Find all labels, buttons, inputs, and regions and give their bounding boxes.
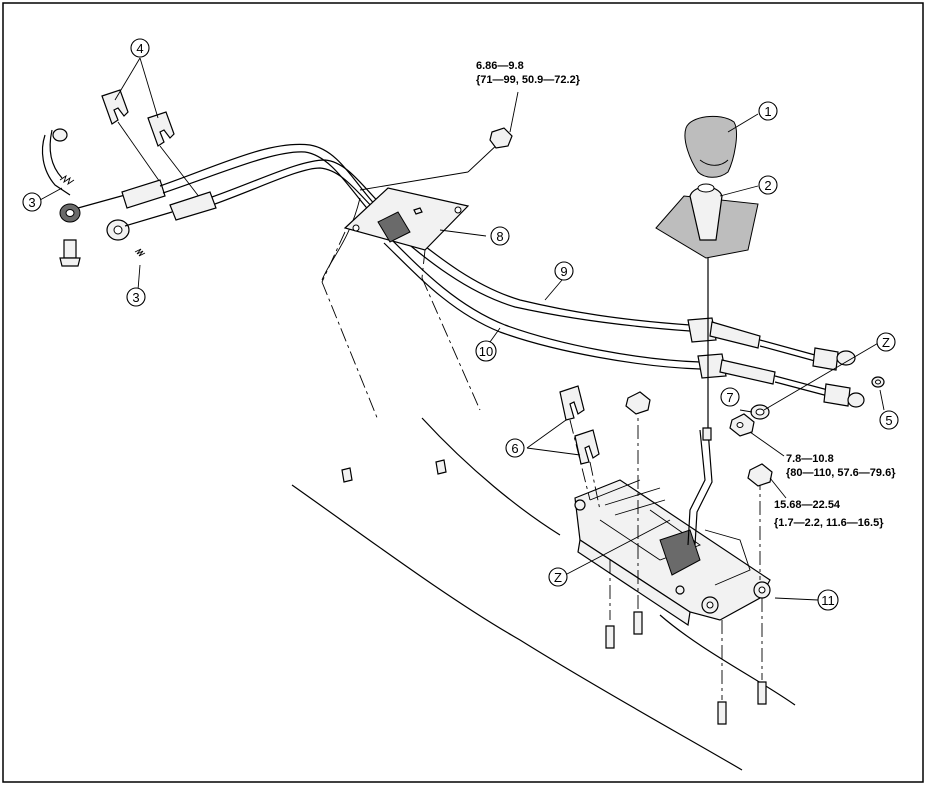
callout-z-lower: Z [548, 567, 568, 587]
callout-5: 5 [879, 410, 899, 430]
callout-3a-label: 3 [28, 195, 35, 210]
torque-spec-base-nut: 15.68—22.54 {1.7—2.2, 11.6—16.5} [774, 499, 884, 529]
torque-spec-1-line1: 6.86—9.8 [476, 60, 524, 72]
callout-8: 8 [490, 226, 510, 246]
callout-z-lower-label: Z [554, 570, 562, 585]
callout-1-label: 1 [764, 104, 771, 119]
callout-4-label: 4 [136, 41, 143, 56]
callout-3a: 3 [22, 192, 42, 212]
callout-7: 7 [720, 387, 740, 407]
callout-3b: 3 [126, 287, 146, 307]
torque-spec-2-line2: {80—110, 57.6—79.6} [786, 467, 896, 479]
callout-11: 11 [817, 589, 839, 611]
callout-2: 2 [758, 175, 778, 195]
shift-lever-base [566, 400, 819, 725]
callout-z-upper-label: Z [882, 335, 890, 350]
callout-10-label: 10 [479, 344, 493, 359]
callout-10: 10 [475, 340, 497, 362]
callout-6: 6 [505, 438, 525, 458]
callout-4: 4 [130, 38, 150, 58]
shift-knob [684, 113, 759, 178]
lock-plates [101, 57, 201, 199]
cable-end-assembly-left [39, 128, 173, 291]
torque-spec-2-line1: 7.8—10.8 [786, 453, 834, 465]
bracket-nut [489, 91, 519, 149]
callout-11-label: 11 [821, 593, 835, 608]
torque-spec-3-line1: 15.68—22.54 [774, 499, 841, 511]
cable-bracket [321, 141, 501, 483]
callout-6-label: 6 [511, 441, 518, 456]
callout-3b-label: 3 [132, 290, 139, 305]
torque-spec-lever-nut: 7.8—10.8 {80—110, 57.6—79.6} [786, 453, 896, 479]
callout-9-label: 9 [560, 264, 567, 279]
callout-5-label: 5 [885, 413, 892, 428]
torque-spec-bracket-nut: 6.86—9.8 {71—99, 50.9—72.2} [476, 60, 581, 86]
torque-spec-1-line2: {71—99, 50.9—72.2} [476, 74, 581, 86]
callout-2-label: 2 [764, 178, 771, 193]
lock-clips [526, 385, 601, 511]
shift-boot [655, 183, 759, 430]
floor-contour-lines [291, 197, 796, 771]
lever-nuts-and-washers [625, 341, 885, 499]
torque-spec-3-line2: {1.7—2.2, 11.6—16.5} [774, 517, 884, 529]
callout-z-upper: Z [876, 332, 896, 352]
select-and-shift-cables [121, 143, 865, 408]
callout-1: 1 [758, 101, 778, 121]
callout-8-label: 8 [496, 229, 503, 244]
callout-7-label: 7 [726, 390, 733, 405]
callout-9: 9 [554, 261, 574, 281]
